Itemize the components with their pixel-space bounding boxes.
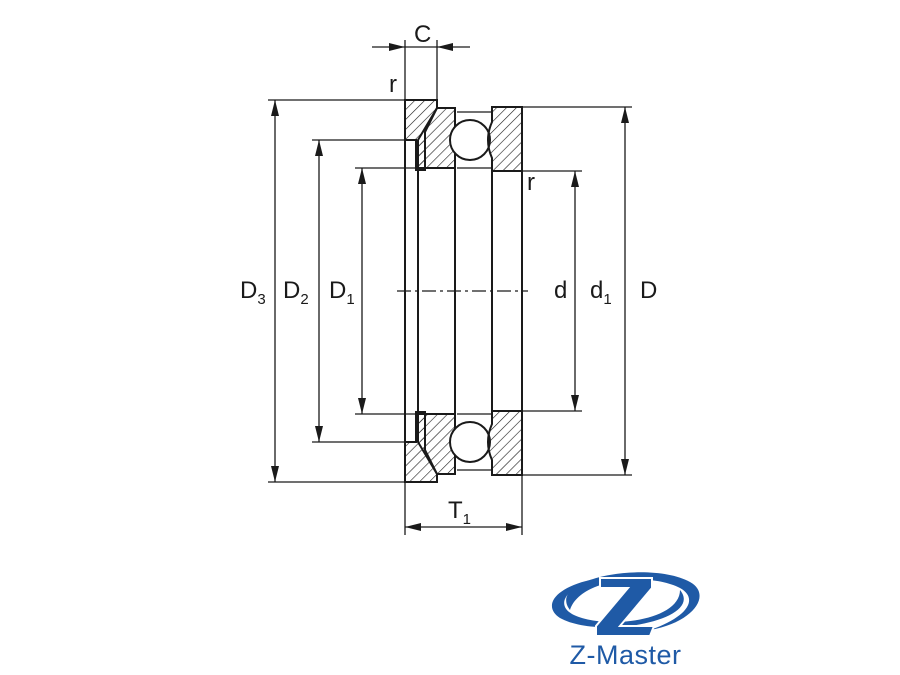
shaft-washer bbox=[487, 106, 523, 476]
ball-set bbox=[449, 111, 492, 471]
shaft-washer-section-top bbox=[487, 106, 523, 172]
label-d1: D1 bbox=[329, 277, 355, 308]
label-d3: D3 bbox=[240, 277, 266, 308]
label-D: D bbox=[640, 277, 657, 304]
shaft-washer-section-bottom bbox=[487, 410, 523, 476]
seating-ring-section-top bbox=[417, 107, 456, 169]
dimension-d2 bbox=[312, 139, 405, 443]
dimension-d-bore bbox=[522, 170, 582, 412]
dimension-t1 bbox=[404, 475, 523, 535]
ball-top bbox=[449, 119, 491, 161]
label-t1: T1 bbox=[448, 497, 471, 528]
brand-name: Z-Master bbox=[569, 640, 682, 670]
z-master-logo bbox=[551, 572, 700, 637]
ball-bottom bbox=[449, 421, 491, 463]
logo-z-icon bbox=[595, 577, 656, 637]
label-d-bore: d bbox=[554, 277, 567, 304]
label-c: C bbox=[414, 21, 431, 48]
dimension-d3 bbox=[268, 99, 405, 483]
dimension-d1 bbox=[355, 167, 418, 415]
label-r-top: r bbox=[389, 71, 397, 98]
label-d2: D2 bbox=[283, 277, 309, 308]
label-r-right: r bbox=[527, 169, 535, 196]
label-d1-small: d1 bbox=[590, 277, 612, 308]
dimension-c bbox=[372, 40, 470, 100]
dimension-d1-outer bbox=[522, 106, 632, 476]
seating-ring-section-bottom bbox=[417, 413, 456, 475]
